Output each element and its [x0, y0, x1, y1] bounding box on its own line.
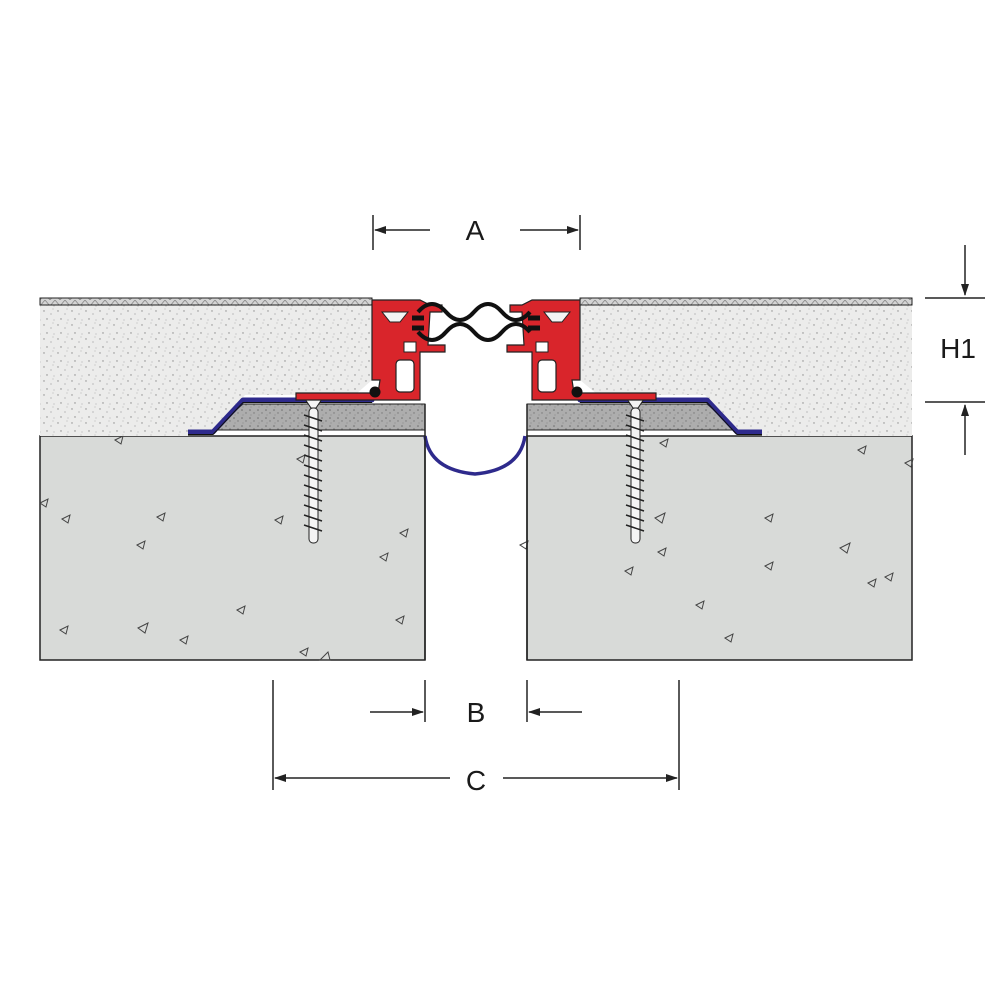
- dimension-a-label: A: [466, 215, 485, 246]
- dimension-c: [272, 680, 680, 790]
- dimension-h1-label: H1: [940, 333, 976, 364]
- dimension-c-label: C: [466, 765, 486, 796]
- profile-left: [295, 299, 446, 401]
- dimension-b-label: B: [467, 697, 486, 728]
- dimension-a: [372, 215, 581, 250]
- elastomer-insert: [412, 302, 540, 342]
- aggregate-marks: [39, 435, 914, 661]
- concrete-slab-left: [39, 435, 426, 661]
- dimension-b: [370, 680, 582, 722]
- dimension-h1: [925, 245, 985, 455]
- mortar-bed-left: [211, 403, 426, 431]
- floor-covering-top: [39, 297, 913, 306]
- joint-gap-edges: [424, 404, 528, 660]
- screed-layer-left: [40, 305, 372, 436]
- profile-right: [506, 299, 657, 401]
- concrete-slab-right: [526, 435, 913, 661]
- screed-layer-right: [580, 305, 912, 436]
